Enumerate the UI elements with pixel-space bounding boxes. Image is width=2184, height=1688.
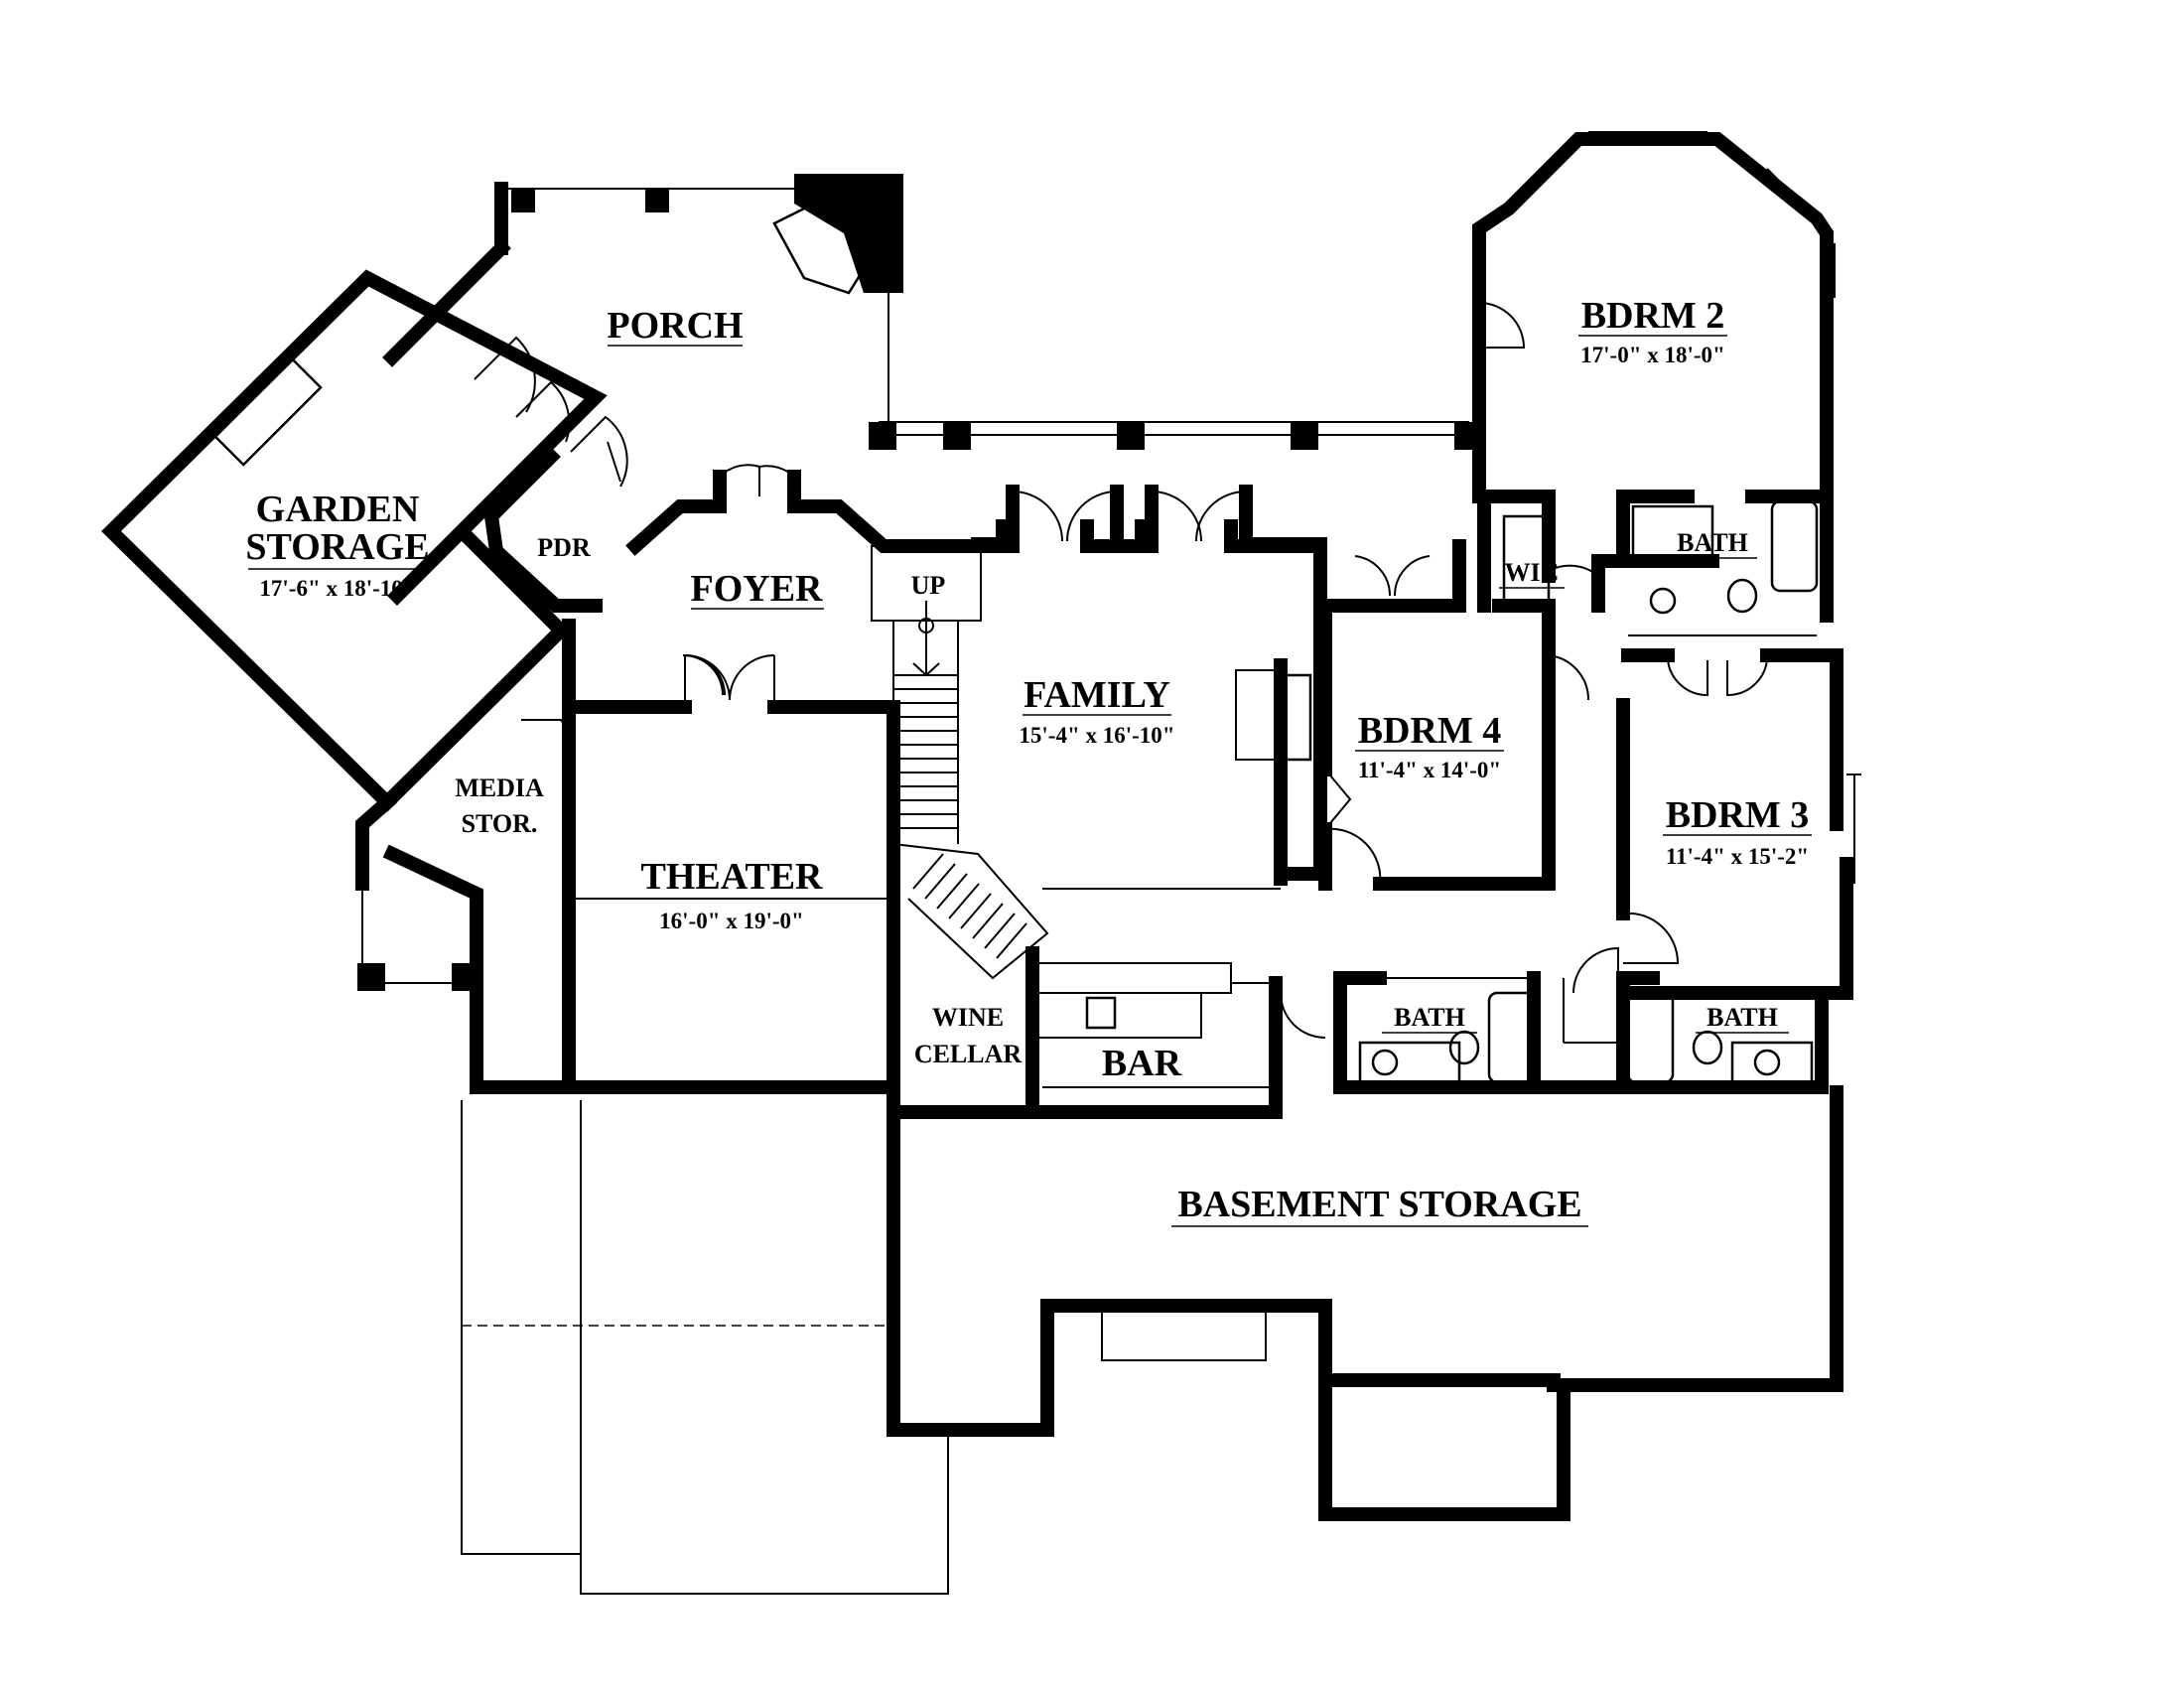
doors <box>474 302 1768 1039</box>
garden-storage-walls <box>101 269 608 812</box>
wic-label: WIC <box>1505 558 1560 587</box>
bdrm3-dims: 11'-4" x 15'-2" <box>1666 844 1809 869</box>
bdrm2-dims: 17'-0" x 18'-0" <box>1580 343 1725 367</box>
garden-workbench <box>213 357 323 467</box>
porch-area <box>382 174 1482 450</box>
labels: PORCH GARDEN STORAGE 17'-6" x 18'-10" PD… <box>245 295 1812 1227</box>
wine-bar-walls <box>887 946 1283 1119</box>
stair-tread-turn <box>960 893 992 929</box>
wine-cellar-label-line2: CELLAR <box>914 1040 1023 1068</box>
main-walls <box>355 447 1327 1437</box>
bdrm4-label: BDRM 4 <box>1358 710 1502 752</box>
stair-tread-turn <box>936 873 968 910</box>
pdr-label: PDR <box>537 533 591 562</box>
stairs <box>871 545 1049 980</box>
foyer-label: FOYER <box>691 568 824 610</box>
bath-mid-label: BATH <box>1394 1003 1465 1032</box>
bath-top-label: BATH <box>1677 528 1748 557</box>
theater-label: THEATER <box>640 856 823 898</box>
porch-label: PORCH <box>607 305 743 347</box>
wine-cellar-label-line1: WINE <box>932 1003 1004 1032</box>
family-label: FAMILY <box>1024 674 1170 716</box>
bath-right-label: BATH <box>1706 1003 1778 1032</box>
stair-tread-turn <box>924 863 956 900</box>
porch-fireplace <box>772 197 876 295</box>
bedroom-wing-walls <box>1313 132 1853 1089</box>
stair-up-label: UP <box>911 571 946 600</box>
stair-tread-turn <box>972 903 1004 939</box>
garden-storage-dims: 17'-6" x 18'-10" <box>259 576 415 601</box>
media-stor-label-line1: MEDIA <box>455 774 544 802</box>
garden-storage-label-line2: STORAGE <box>245 526 429 568</box>
basement-storage-walls <box>887 1085 1843 1521</box>
family-walls <box>971 485 1327 890</box>
bdrm4-dims: 11'-4" x 14'-0" <box>1358 758 1501 782</box>
fireplace-mass <box>794 174 903 293</box>
basement-storage-label: BASEMENT STORAGE <box>1177 1184 1581 1225</box>
bath-walls <box>1333 499 1829 1094</box>
bdrm2-label: BDRM 2 <box>1581 295 1725 337</box>
stair-tread-turn <box>948 883 980 919</box>
stair-tread-turn <box>912 853 944 890</box>
family-dims: 15'-4" x 16'-10" <box>1019 723 1174 748</box>
windows <box>1528 131 1861 884</box>
theater-dims: 16'-0" x 19'-0" <box>659 909 804 933</box>
media-stor-label-line2: STOR. <box>462 809 538 838</box>
bdrm3-label: BDRM 3 <box>1666 794 1810 836</box>
stair-tread-turn <box>984 913 1016 949</box>
stair-tread-turn <box>996 922 1027 959</box>
garage-slab <box>461 1100 949 1595</box>
bar-label: BAR <box>1102 1043 1182 1084</box>
garden-storage-label-line1: GARDEN <box>256 489 420 530</box>
